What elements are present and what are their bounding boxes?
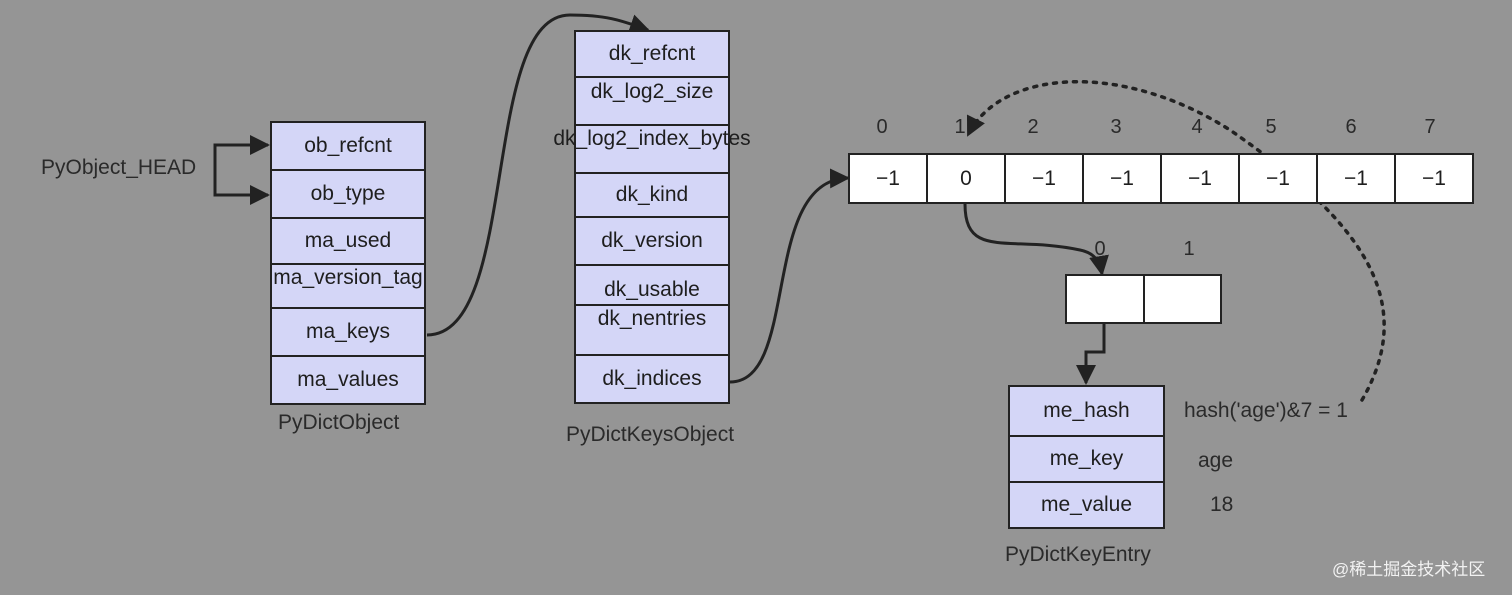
py-dict-object-title: PyDictObject <box>278 411 400 434</box>
index-label-6: 6 <box>1345 116 1357 138</box>
py-dict-keys-object-title: PyDictKeysObject <box>566 423 735 446</box>
head-bracket-arrow-refcnt <box>213 135 270 167</box>
annotation-hash: hash('age')&7 = 1 <box>1184 399 1348 422</box>
keys-field-dk-nentries: dk_nentries <box>574 304 730 356</box>
index-cell-2: −1 <box>1004 153 1084 204</box>
index-label-2: 2 <box>1027 116 1039 138</box>
arrow-entry-to-key-entry <box>1076 323 1106 385</box>
entry-field-me-hash: me_hash <box>1008 385 1165 437</box>
py-dict-key-entry-title: PyDictKeyEntry <box>1005 543 1151 566</box>
watermark: @稀土掘金技术社区 <box>1332 560 1486 579</box>
head-bracket-arrow-type <box>213 167 270 205</box>
index-cell-3: −1 <box>1082 153 1162 204</box>
arrow-dk-indices-to-array <box>729 168 850 384</box>
keys-field-dk-log2-size: dk_log2_size <box>574 76 730 126</box>
index-label-0: 0 <box>876 116 888 138</box>
index-label-3: 3 <box>1110 116 1122 138</box>
index-label-4: 4 <box>1191 116 1203 138</box>
index-cell-1: 0 <box>926 153 1006 204</box>
annotation-value: 18 <box>1210 493 1234 516</box>
index-cell-0: −1 <box>848 153 928 204</box>
annotation-key: age <box>1198 449 1234 472</box>
dotted-hash-arrow <box>966 80 1386 402</box>
arrow-index-to-entry <box>963 203 1109 276</box>
entry-label-0: 0 <box>1094 238 1106 260</box>
index-cell-7: −1 <box>1394 153 1474 204</box>
index-label-7: 7 <box>1424 116 1436 138</box>
entry-cell-0 <box>1065 274 1145 324</box>
keys-field-dk-version: dk_version <box>574 216 730 266</box>
entry-cell-1 <box>1143 274 1222 324</box>
index-label-5: 5 <box>1265 116 1277 138</box>
arrow-ma-keys-to-keys-object <box>426 13 650 337</box>
dict-field-ma-keys: ma_keys <box>270 307 426 357</box>
dict-field-ma-version-tag: ma_version_tag <box>270 263 426 309</box>
entry-field-me-value: me_value <box>1008 481 1165 529</box>
entry-label-1: 1 <box>1183 238 1195 260</box>
keys-field-dk-refcnt: dk_refcnt <box>574 30 730 78</box>
keys-field-dk-log2-index-bytes: dk_log2_index_bytes <box>553 124 751 174</box>
entry-field-me-key: me_key <box>1008 435 1165 483</box>
index-cell-4: −1 <box>1160 153 1240 204</box>
keys-field-dk-kind: dk_kind <box>574 172 730 218</box>
pyobject-head-label: PyObject_HEAD <box>41 156 197 179</box>
keys-field-dk-usable: dk_usable <box>574 264 730 306</box>
index-cell-6: −1 <box>1316 153 1396 204</box>
dict-field-ob-type: ob_type <box>270 169 426 219</box>
dict-field-ob-refcnt: ob_refcnt <box>270 121 426 171</box>
dict-field-ma-values: ma_values <box>270 355 426 405</box>
index-label-1: 1 <box>954 116 966 138</box>
keys-field-dk-indices: dk_indices <box>574 354 730 404</box>
index-cell-5: −1 <box>1238 153 1318 204</box>
dict-field-ma-used: ma_used <box>270 217 426 265</box>
